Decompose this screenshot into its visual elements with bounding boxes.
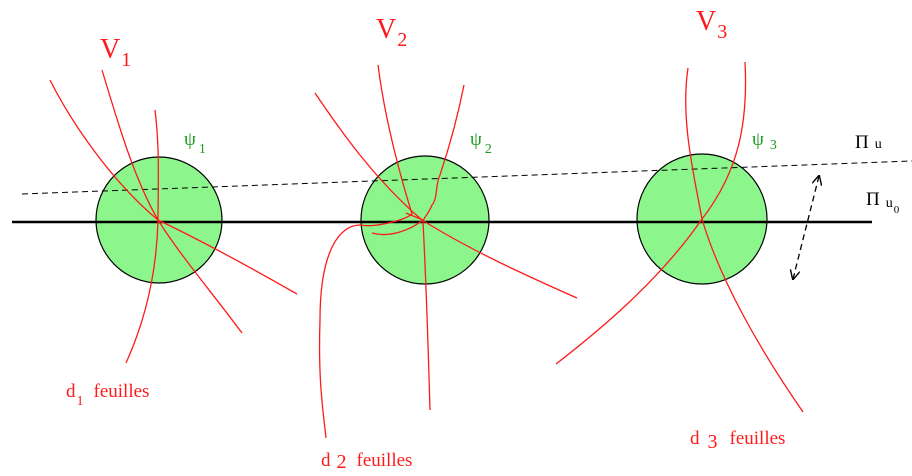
- label-v3: V3: [696, 6, 727, 43]
- leaves-v2: [314, 64, 578, 439]
- leaf-v1-c: [125, 109, 160, 364]
- disc-psi-2: [360, 155, 490, 285]
- plane-motion-arrow: [793, 176, 819, 279]
- leaf-v2-c: [422, 84, 465, 411]
- plane-pi-u-dashed-line: [21, 160, 912, 195]
- leaves-v1: [49, 69, 298, 364]
- label-v1: V1: [100, 34, 131, 71]
- label-v2: V2: [376, 14, 407, 51]
- leaf-v3-b: [555, 61, 747, 365]
- leaf-v2-b: [318, 64, 413, 439]
- leaves-v3: [555, 61, 804, 413]
- leaf-v2-d: [371, 212, 425, 236]
